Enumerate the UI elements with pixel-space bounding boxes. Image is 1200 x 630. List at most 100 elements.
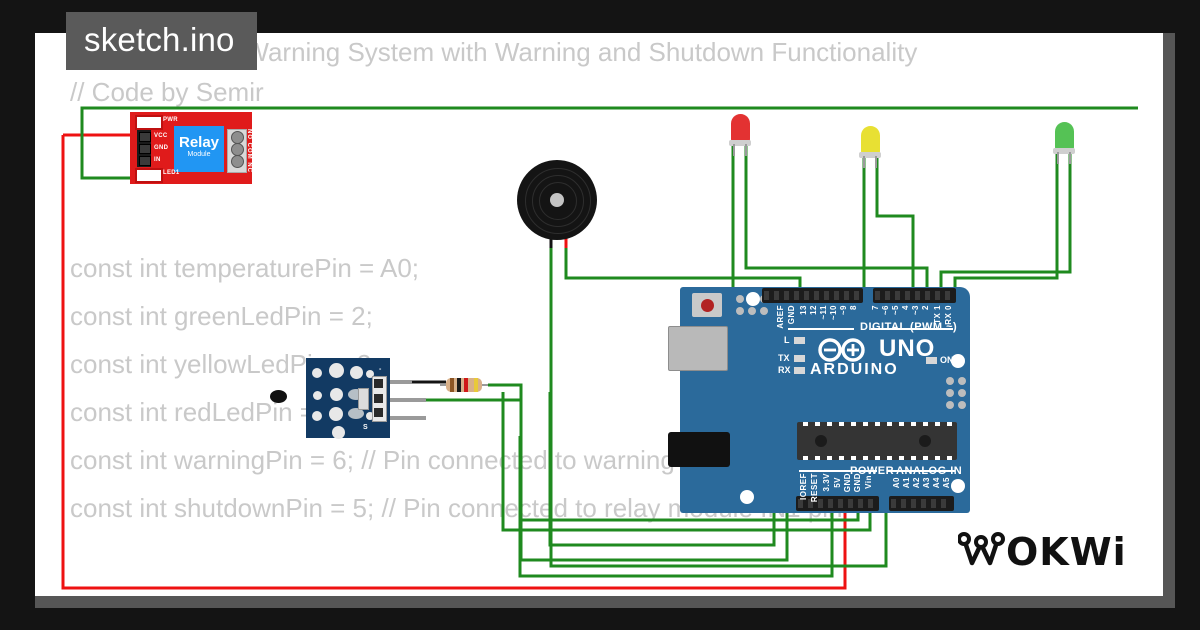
mounting-hole [746, 292, 760, 306]
reset-button[interactable] [692, 293, 722, 317]
pin-label-a5: A5 [942, 477, 951, 489]
wokwi-watermark: OKWi [958, 527, 1154, 575]
pin-label-reset: RESET [810, 473, 819, 503]
digital-header-left[interactable] [762, 288, 863, 303]
ntc-pad [329, 363, 344, 378]
relay-pin-gnd[interactable] [139, 144, 151, 154]
ntc-thermistor-bead [270, 390, 287, 403]
pin-label-ioref: IOREF [799, 473, 808, 500]
relay-in-label: IN [154, 157, 161, 163]
pin-label-12: 12 [809, 305, 818, 315]
code-line-4: const int temperaturePin = A0; [70, 253, 420, 283]
ntc-label-minus: - [379, 366, 382, 373]
pin-label-9: ~9 [839, 305, 848, 316]
led-on [926, 357, 937, 364]
pin-label-a2: A2 [912, 477, 921, 489]
relay-subtitle: Module [187, 151, 211, 158]
led-green[interactable] [1051, 122, 1077, 166]
wokwi-logo: OKWi [958, 530, 1127, 574]
led-green-leg-cathode [1057, 152, 1059, 164]
icsp2-header-pin [946, 401, 954, 409]
file-tab-sketch-ino[interactable]: sketch.ino [66, 12, 257, 70]
relay-title: Relay [178, 134, 220, 151]
resistor-band-3 [464, 378, 468, 392]
analog-rail-line [887, 470, 955, 472]
mounting-hole [951, 354, 965, 368]
relay-terminal-labels: NO COM NC [246, 129, 252, 173]
led-red-leg-anode [745, 144, 747, 156]
relay-pwr-label: PWR [163, 117, 178, 123]
code-line-5: const int greenLedPin = 2; [70, 301, 373, 331]
ntc-pad [313, 391, 322, 400]
pin-label-8: 8 [849, 305, 858, 310]
led-red[interactable] [727, 114, 753, 158]
relay-vcc-label: VCC [154, 133, 168, 139]
pin-label-5: ~5 [891, 305, 900, 316]
led-tx [794, 355, 805, 362]
led-label-tx: TX [778, 353, 790, 363]
analog-header-label: ANALOG IN [896, 465, 963, 477]
buzzer-sound-hole [550, 193, 564, 207]
ntc-pad [312, 368, 322, 378]
relay-pin-in[interactable] [139, 156, 151, 166]
led-yellow-leg-cathode [863, 156, 865, 168]
pin-label-3v3: 3.3V [822, 473, 831, 492]
mounting-hole [740, 490, 754, 504]
digital-header-right[interactable] [873, 288, 956, 303]
ntc-smd-resistor [358, 388, 369, 410]
ntc-pad [330, 388, 343, 401]
led-yellow-leg-anode [875, 156, 877, 168]
arduino-uno-board[interactable]: AREF GND 13 12 ~11 ~10 ~9 8 7 ~6 ~5 4 ~3… [668, 287, 970, 519]
pin-label-a0: A0 [892, 477, 901, 489]
led-red-leg-cathode [733, 144, 735, 156]
power-jack[interactable] [668, 432, 730, 467]
icsp2-header-pin [958, 377, 966, 385]
icsp2-header-pin [946, 389, 954, 397]
buzzer[interactable] [517, 160, 597, 240]
led-label-rx: RX [778, 365, 791, 375]
pin-label-2: 2 [921, 305, 930, 310]
usb-connector[interactable] [668, 326, 728, 371]
mounting-hole [951, 479, 965, 493]
icsp2-header-pin [958, 389, 966, 397]
resistor-band-1 [450, 378, 454, 392]
icsp-header-pin [748, 307, 756, 315]
code-line-7: const int redLedPin = 4; [70, 397, 344, 427]
led-yellow[interactable] [857, 126, 883, 170]
relay-led1-label: LED1 [163, 170, 180, 176]
relay-gnd-label: GND [154, 145, 169, 151]
ntc-pin-signal[interactable] [374, 408, 383, 417]
relay-coil-case: Relay Module [174, 126, 224, 172]
pin-label-13: 13 [799, 305, 808, 315]
ntc-pin-minus[interactable] [374, 379, 383, 388]
icsp2-header-pin [946, 377, 954, 385]
pin-label-4: 4 [901, 305, 910, 310]
pin-label-gnd: GND [787, 305, 796, 325]
power-header[interactable] [796, 496, 879, 511]
relay-pin-vcc[interactable] [139, 132, 151, 142]
relay-pwr-led [135, 115, 163, 130]
reset-button-cap[interactable] [701, 299, 714, 312]
ntc-pin-middle[interactable] [374, 394, 383, 403]
board-model-label: UNO [879, 335, 936, 362]
ntc-pad [329, 407, 343, 421]
icsp-header-pin [760, 307, 768, 315]
arduino-infinity-logo [818, 338, 865, 362]
relay-status-led [135, 168, 163, 183]
pin-label-10: ~10 [829, 305, 838, 321]
relay-module[interactable]: PWR VCC GND IN Relay Module LED1 NO COM … [130, 112, 252, 184]
pin-label-6: ~6 [881, 305, 890, 316]
analog-header[interactable] [889, 496, 954, 511]
digital-rail-line-left [788, 328, 854, 330]
resistor[interactable] [440, 378, 488, 392]
icsp2-header-pin [958, 401, 966, 409]
wokwi-wordmark: OKWi [1006, 530, 1127, 574]
resistor-band-tolerance [474, 378, 478, 392]
file-tab-label: sketch.ino [84, 21, 235, 58]
relay-screw-nc[interactable] [231, 155, 244, 168]
led-green-leg-anode [1069, 152, 1071, 164]
pin-label-vin: Vin [864, 475, 873, 489]
ntc-temperature-sensor[interactable]: - S [270, 358, 390, 439]
board-brand-label: ARDUINO [810, 361, 899, 378]
